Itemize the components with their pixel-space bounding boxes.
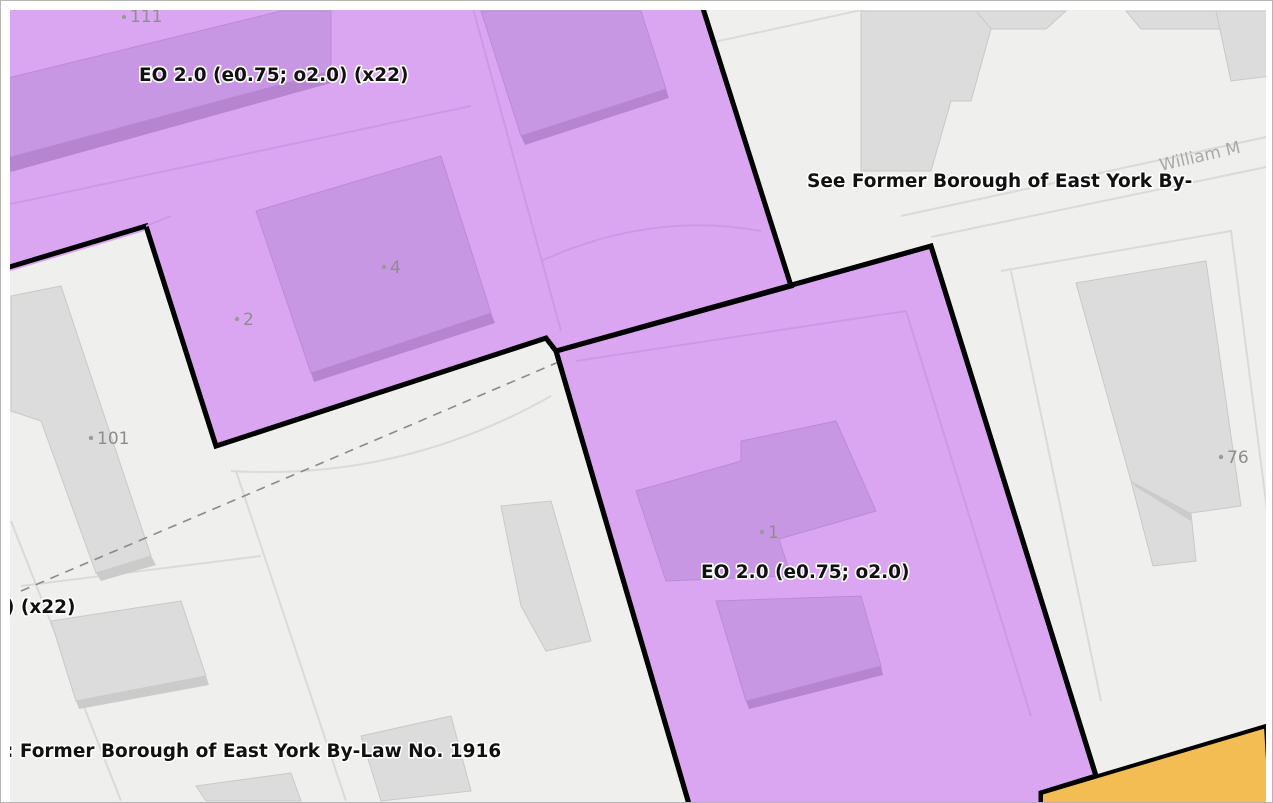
dashed-property-line (20, 360, 562, 592)
zone-internal-lines (10, 10, 1032, 717)
zone-buildings (10, 10, 882, 702)
address-number-1: 1 (768, 523, 779, 543)
zone-label-top-left[interactable]: EO 2.0 (e0.75; o2.0) (x22) (137, 63, 410, 87)
zone-label-center[interactable]: EO 2.0 (e0.75; o2.0) (699, 560, 911, 584)
address-number-111: 111 (130, 10, 162, 27)
buildings (10, 10, 1266, 802)
map-viewport[interactable]: 111 4 2 101 1 76 William M EO 2.0 (e0.75… (10, 10, 1266, 803)
building-shadows (76, 481, 1191, 709)
address-number-101: 101 (97, 429, 129, 449)
bylaw-label-bottom[interactable]: : Former Borough of East York By-Law No.… (10, 739, 503, 763)
address-number-4: 4 (390, 258, 401, 278)
zone-orange[interactable] (1039, 723, 1266, 803)
zone-label-left-clipped[interactable]: ) (x22) (10, 595, 77, 619)
zone-building-shadows (10, 71, 883, 709)
address-number-76: 76 (1227, 448, 1249, 468)
address-number-2: 2 (243, 310, 254, 330)
map-canvas[interactable]: 111 4 2 101 1 76 William M EO 2.0 (e0.75… (10, 10, 1266, 803)
bylaw-label-top-right[interactable]: See Former Borough of East York By- (805, 169, 1194, 193)
address-dots (88, 14, 1224, 535)
